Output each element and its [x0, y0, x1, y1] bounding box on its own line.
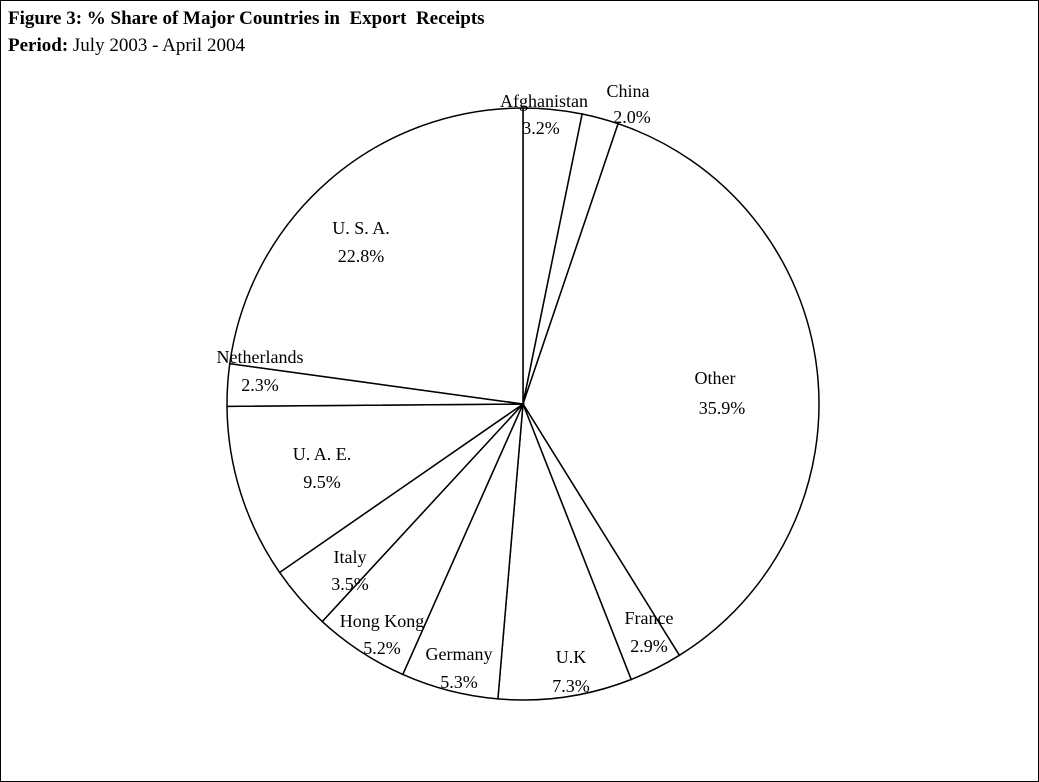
slice-value-other: 35.9%	[699, 398, 746, 418]
slice-name-france: France	[625, 608, 674, 628]
slice-value-netherlands: 2.3%	[241, 375, 279, 395]
slice-name-other: Other	[695, 368, 736, 388]
slice-value-hong-kong: 5.2%	[363, 638, 401, 658]
slice-name-u-k: U.K	[556, 647, 587, 667]
slice-name-u-s-a: U. S. A.	[332, 218, 390, 238]
slice-name-afghanistan: Afghanistan	[500, 91, 588, 111]
slice-value-u-s-a: 22.8%	[338, 246, 385, 266]
pie-slices	[226, 107, 820, 701]
pie-slice-u-s-a	[228, 107, 524, 405]
slice-name-netherlands: Netherlands	[217, 347, 304, 367]
slice-value-u-k: 7.3%	[552, 676, 590, 696]
slice-value-germany: 5.3%	[440, 672, 478, 692]
period-label: Period:	[8, 35, 69, 56]
slice-value-u-a-e: 9.5%	[303, 472, 341, 492]
pie-slice-u-a-e	[226, 403, 526, 574]
slice-name-germany: Germany	[426, 644, 493, 664]
slice-name-italy: Italy	[334, 547, 367, 567]
pie-labels: Afghanistan 3.2% China 2.0% Other 35.9% France…	[217, 81, 746, 696]
pie-slice-u-k	[497, 403, 633, 701]
slice-name-china: China	[607, 81, 650, 101]
slice-value-italy: 3.5%	[331, 574, 369, 594]
slice-value-france: 2.9%	[630, 636, 668, 656]
period-value: July 2003 - April 2004	[68, 35, 245, 56]
slice-name-u-a-e: U. A. E.	[293, 444, 352, 464]
slice-value-china: 2.0%	[613, 107, 651, 127]
chart-period: Period: July 2003 - April 2004	[8, 35, 245, 57]
slice-value-afghanistan: 3.2%	[522, 118, 560, 138]
slice-name-hong-kong: Hong Kong	[340, 611, 425, 631]
chart-title: Figure 3: % Share of Major Countries in …	[8, 8, 485, 29]
